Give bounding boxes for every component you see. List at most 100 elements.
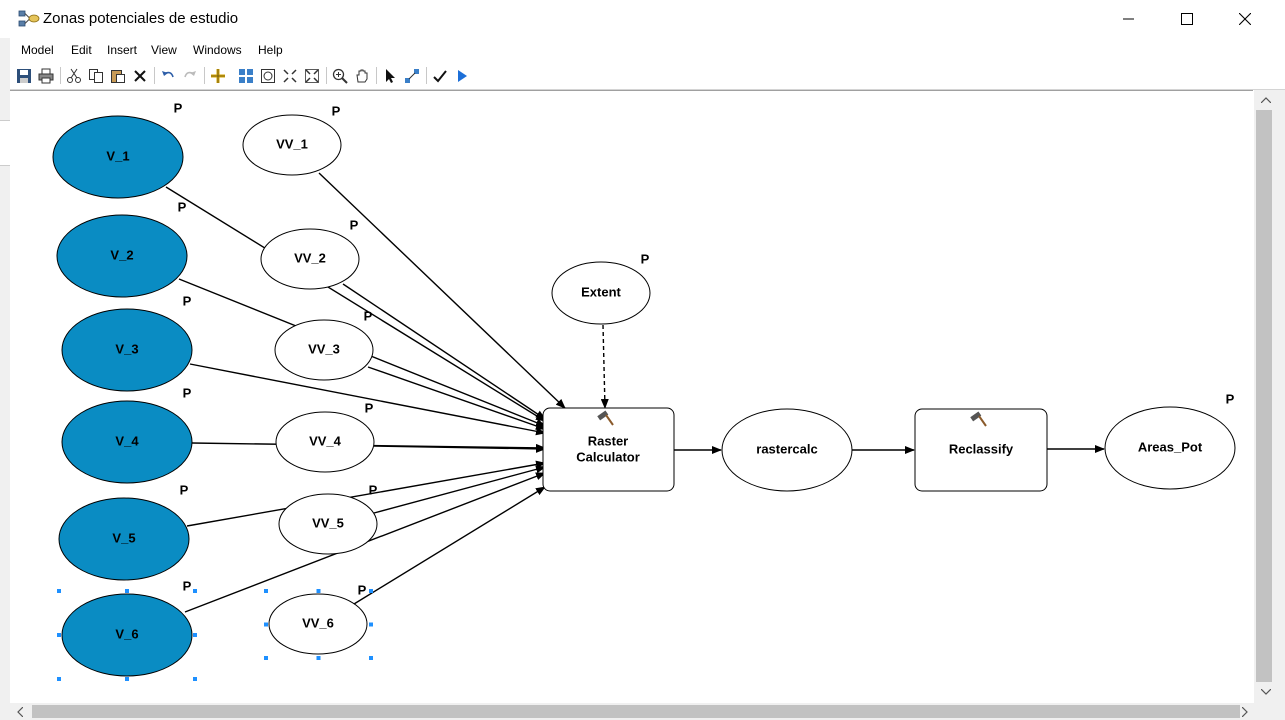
parameter-marker: P <box>332 103 341 118</box>
tool-reclassify[interactable] <box>914 408 1048 492</box>
parameter-marker: P <box>641 251 650 266</box>
input-node-vv-3[interactable] <box>274 319 374 381</box>
intermediate-label: rastercalc <box>756 441 817 456</box>
selection-handle[interactable] <box>125 677 129 681</box>
input-label-vv-4: VV_4 <box>309 433 342 448</box>
toolbar-separator <box>326 67 327 84</box>
parameter-marker: P <box>180 482 189 497</box>
connector-extent[interactable] <box>600 324 609 409</box>
fixed-zoom-out-icon[interactable] <box>302 66 322 86</box>
menu-insert[interactable]: Insert <box>107 43 138 57</box>
input-label-v-2: V_2 <box>110 247 133 262</box>
selection-handle[interactable] <box>57 633 61 637</box>
hammer-icon <box>970 411 987 427</box>
close-button[interactable] <box>1216 0 1274 38</box>
menu-view[interactable]: View <box>151 43 177 57</box>
input-label-v-1: V_1 <box>106 148 129 163</box>
input-node-vv-2[interactable] <box>260 228 360 290</box>
connector-vv-4[interactable] <box>373 444 546 453</box>
selection-handle[interactable] <box>193 677 197 681</box>
menu-edit[interactable]: Edit <box>71 43 92 57</box>
input-node-v-2[interactable] <box>56 214 188 298</box>
zoom-in-icon[interactable] <box>330 66 350 86</box>
selection-handle[interactable] <box>264 622 268 627</box>
connector-v-3[interactable] <box>189 363 546 436</box>
input-node-v-5[interactable] <box>58 497 190 581</box>
selection-handle[interactable] <box>369 656 373 660</box>
parameter-marker: P <box>174 100 183 115</box>
menu-help[interactable]: Help <box>258 43 283 57</box>
fixed-zoom-in-icon[interactable] <box>280 66 300 86</box>
connector-vv-6[interactable] <box>353 486 546 605</box>
selection-handle[interactable] <box>57 589 61 593</box>
run-icon[interactable] <box>452 66 472 86</box>
selection-handle[interactable] <box>369 622 373 627</box>
selection-handle[interactable] <box>193 633 197 637</box>
extent-node[interactable] <box>551 261 651 325</box>
horizontal-scroll-thumb[interactable] <box>32 705 1240 718</box>
parameter-marker: P <box>183 578 192 593</box>
selection-handle[interactable] <box>125 589 129 593</box>
selection-handle[interactable] <box>193 589 197 593</box>
connector-vv-1[interactable] <box>318 172 566 409</box>
menu-windows[interactable]: Windows <box>193 43 242 57</box>
parameter-marker: P <box>358 582 367 597</box>
input-node-v-1[interactable] <box>52 115 184 199</box>
auto-layout-icon[interactable] <box>236 66 256 86</box>
input-node-vv-4[interactable] <box>275 411 375 473</box>
menu-model[interactable]: Model <box>21 43 54 57</box>
input-node-v-6[interactable] <box>61 593 193 677</box>
paste-icon[interactable] <box>108 66 128 86</box>
title-bar: Zonas potenciales de estudio <box>0 0 1285 38</box>
parameter-marker: P <box>365 400 374 415</box>
selection-handle[interactable] <box>316 656 321 660</box>
connect-icon[interactable] <box>402 66 422 86</box>
validate-icon[interactable] <box>430 66 450 86</box>
vertical-scroll-thumb[interactable] <box>1256 110 1272 682</box>
save-icon[interactable] <box>14 66 34 86</box>
input-node-vv-1[interactable] <box>242 114 342 176</box>
add-data-icon[interactable] <box>208 66 228 86</box>
connector-vv-2[interactable] <box>342 283 546 420</box>
copy-icon[interactable] <box>86 66 106 86</box>
selection-handle[interactable] <box>264 656 268 660</box>
input-node-vv-6[interactable] <box>268 593 368 655</box>
scroll-right-icon[interactable] <box>1237 704 1253 720</box>
input-node-v-3[interactable] <box>61 308 193 392</box>
input-node-v-4[interactable] <box>61 400 193 484</box>
tool-raster-calculator[interactable] <box>542 407 675 492</box>
toolbar-separator <box>154 67 155 84</box>
output-label: Areas_Pot <box>1138 439 1203 454</box>
selection-handle[interactable] <box>369 589 373 593</box>
selection-handle[interactable] <box>316 589 321 593</box>
intermediate-node-rastercalc[interactable] <box>721 408 853 492</box>
minimize-button[interactable] <box>1100 0 1158 38</box>
connector-vv-3[interactable] <box>367 366 546 430</box>
redo-icon[interactable] <box>180 66 200 86</box>
print-icon[interactable] <box>36 66 56 86</box>
input-label-vv-2: VV_2 <box>294 250 326 265</box>
connector-vv-5[interactable] <box>373 465 546 514</box>
maximize-button[interactable] <box>1158 0 1216 38</box>
scroll-left-icon[interactable] <box>12 704 28 720</box>
connector-v-1[interactable] <box>165 186 546 422</box>
scroll-down-icon[interactable] <box>1258 684 1274 700</box>
menu-bar: Model Edit Insert View Windows Help <box>10 38 1285 62</box>
output-node-areas-pot[interactable] <box>1104 406 1236 490</box>
full-extent-icon[interactable] <box>258 66 278 86</box>
pan-icon[interactable] <box>352 66 372 86</box>
selection-handle[interactable] <box>57 677 61 681</box>
cut-icon[interactable] <box>64 66 84 86</box>
scroll-up-icon[interactable] <box>1258 92 1274 108</box>
selection-handle[interactable] <box>264 589 268 593</box>
toolbar-separator <box>204 67 205 84</box>
select-icon[interactable] <box>380 66 400 86</box>
delete-icon[interactable] <box>130 66 150 86</box>
connectors <box>165 172 1105 613</box>
tool-label-raster-calculator-line2: Calculator <box>576 449 640 464</box>
undo-icon[interactable] <box>158 66 178 86</box>
input-node-vv-5[interactable] <box>278 493 378 555</box>
connector-v-5[interactable] <box>186 460 546 527</box>
input-label-v-5: V_5 <box>112 530 135 545</box>
